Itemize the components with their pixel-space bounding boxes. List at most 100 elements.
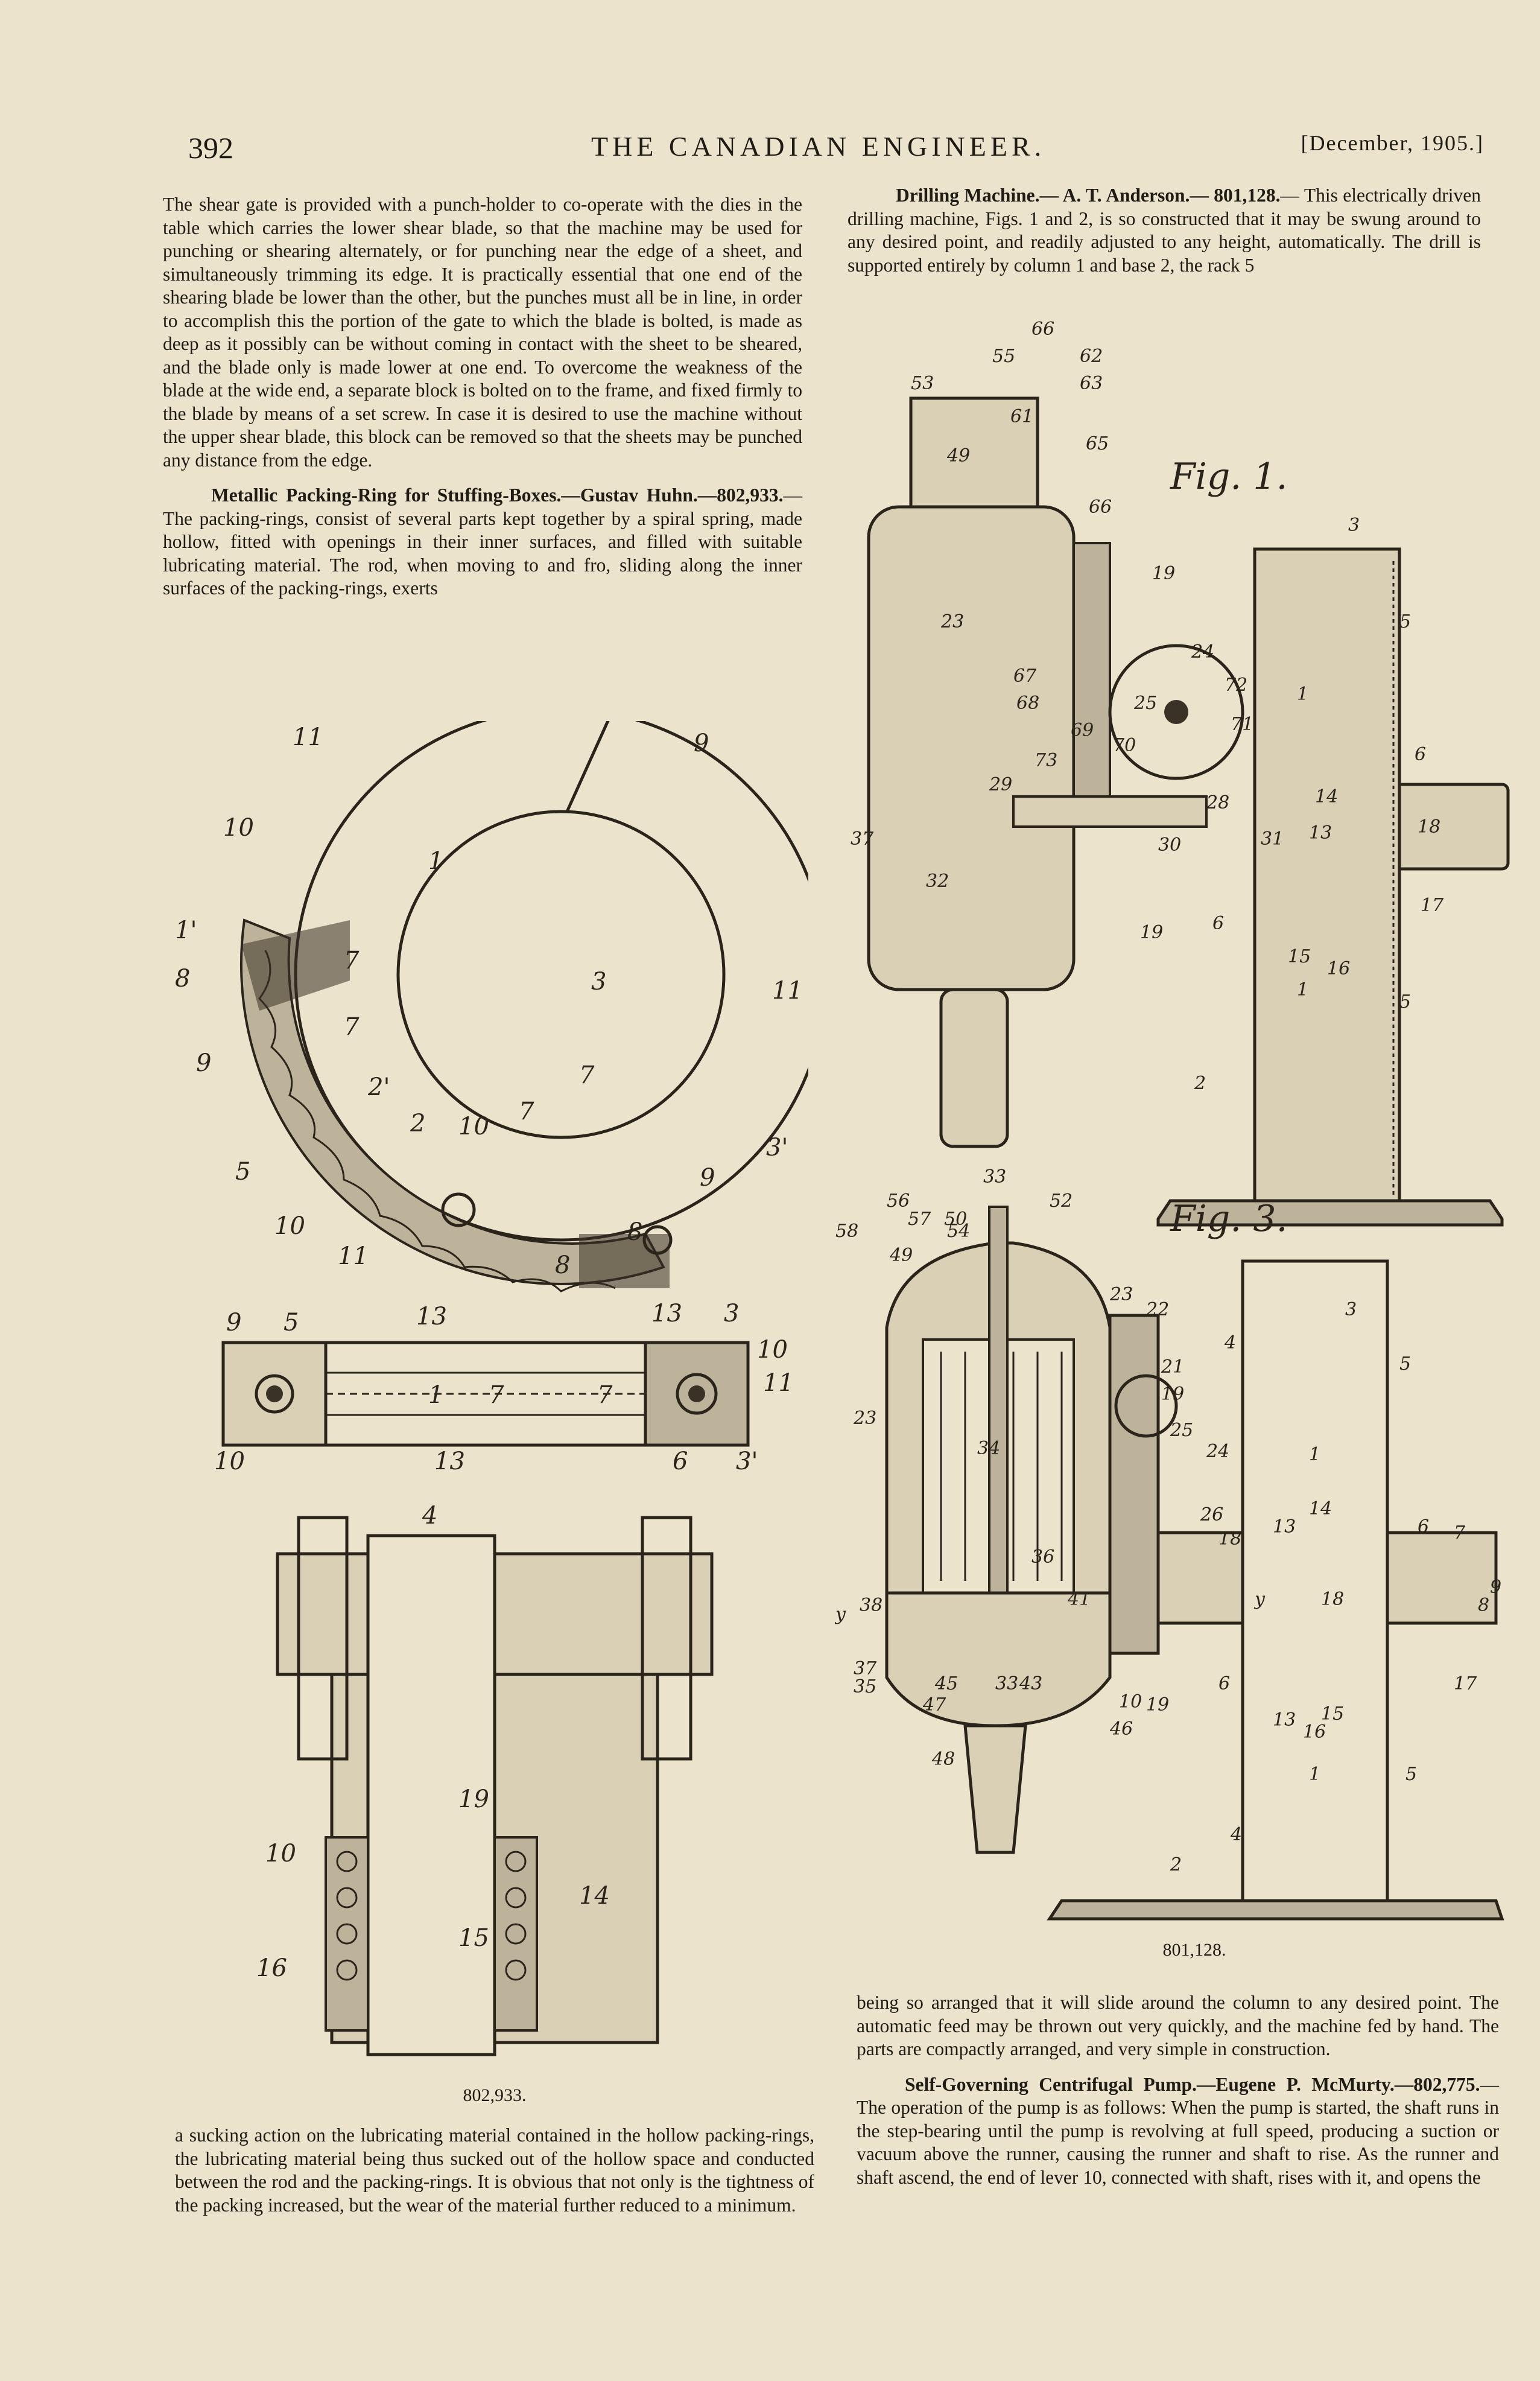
label: 71 [1231, 714, 1253, 735]
label: 26 [1200, 1504, 1223, 1525]
label: y [1253, 1589, 1266, 1610]
drilling-machine-continued: being so arranged that it will slide aro… [857, 1992, 1499, 2059]
label: 10 [214, 1448, 245, 1475]
label: 70 [1113, 735, 1136, 756]
label: 10 [265, 1840, 296, 1868]
label: 38 [860, 1595, 882, 1616]
label: 13 [1309, 822, 1332, 844]
drilling-machine-heading: Drilling Machine.— A. T. Anderson.— 801,… [896, 185, 1281, 206]
base [1156, 1199, 1504, 1227]
label: 5 [1399, 1353, 1411, 1375]
label: 11 [763, 1369, 794, 1397]
label: 52 [1050, 1190, 1073, 1212]
label: 13 [416, 1303, 447, 1330]
label: 15 [458, 1924, 489, 1952]
label: 37 [854, 1658, 877, 1679]
label: 13 [1273, 1516, 1296, 1537]
packing-ring-drawing: 11 9 10 1 1' 8 7 3 11 9 7 2' 2 10 7 7 5 … [175, 721, 808, 2056]
label: 49 [946, 445, 970, 466]
right-column-bottom: being so arranged that it will slide aro… [857, 1991, 1499, 2189]
label: 16 [256, 1954, 287, 1982]
label: 21 [1161, 1356, 1184, 1378]
label: 8 [627, 1218, 642, 1246]
packing-ring-figure: 11 9 10 1 1' 8 7 3 11 9 7 2' 2 10 7 7 5 … [169, 721, 808, 2085]
label: 6 [1415, 744, 1426, 765]
label: 9 [1490, 1577, 1501, 1598]
left-column-top: The shear gate is provided with a punch-… [163, 193, 802, 600]
label: 3' [736, 1448, 758, 1475]
drilling-machine-paragraph: Drilling Machine.— A. T. Anderson.— 801,… [848, 184, 1481, 277]
label: 65 [1086, 433, 1109, 454]
shear-gate-paragraph: The shear gate is provided with a punch-… [163, 194, 802, 471]
label: 5 [1399, 991, 1411, 1012]
label: 7 [489, 1381, 504, 1409]
label: 8 [555, 1251, 570, 1279]
label: 19 [458, 1785, 489, 1813]
label: 28 [1206, 792, 1229, 813]
label: 29 [989, 774, 1012, 795]
drilling-machine-drawing: Fig. 1. 66 55 62 53 63 61 65 49 66 3 23 … [834, 319, 1510, 1921]
label: 13 [1273, 1709, 1296, 1731]
label: 14 [1315, 786, 1338, 807]
piston-rod [366, 1534, 496, 2056]
ring-inner [396, 810, 726, 1139]
motor-housing [867, 505, 1076, 991]
label: 19 [1146, 1694, 1169, 1715]
rivet-2 [642, 1225, 673, 1255]
spring-joint-lower [579, 1234, 670, 1288]
label: 10 [458, 1113, 489, 1140]
stuffing-box-section: 4 19 10 14 15 16 [256, 1502, 714, 2056]
label: 5 [235, 1158, 250, 1186]
label: 4 [422, 1502, 437, 1530]
label: 25 [1133, 693, 1157, 714]
label: 56 [887, 1190, 910, 1212]
label: 34 [977, 1438, 1000, 1459]
label: 24 [1191, 641, 1214, 663]
label: 8 [1478, 1595, 1489, 1616]
label: 36 [1031, 1547, 1054, 1568]
label: 7 [519, 1098, 534, 1125]
label: 14 [579, 1882, 610, 1910]
label: 24 [1206, 1441, 1229, 1462]
label: 11 [772, 977, 803, 1005]
drilling-machine-caption: 801,128. [1162, 1940, 1226, 1960]
label: 2 [410, 1110, 425, 1137]
label: 5 [1399, 611, 1411, 632]
fig3-drawing: Fig. 3. 33 56 52 57 50 54 58 49 23 22 3 … [834, 1166, 1504, 1921]
drilling-machine-figure: Fig. 1. 66 55 62 53 63 61 65 49 66 3 23 … [832, 314, 1514, 1943]
label: 73 [1035, 750, 1057, 771]
label: 23 [1109, 1284, 1133, 1305]
label: 6 [1212, 913, 1224, 934]
packing-ring-text: —The packing-rings, consist of several p… [163, 485, 802, 599]
column [1253, 547, 1401, 1203]
label: 32 [926, 871, 949, 892]
label: 5 [284, 1309, 299, 1337]
fig1-drawing: Fig. 1. 66 55 62 53 63 61 65 49 66 3 23 … [851, 319, 1510, 1227]
label: 19 [1140, 922, 1163, 943]
label: 1 [1297, 684, 1308, 705]
label: 23 [853, 1408, 876, 1429]
label: 6 [1218, 1673, 1230, 1694]
label: 66 [1031, 319, 1054, 340]
label: 8 [175, 965, 190, 993]
label: 69 [1071, 720, 1094, 741]
drill-spindle [939, 988, 1009, 1148]
label: 19 [1161, 1384, 1184, 1405]
label: 3 [724, 1300, 739, 1327]
label: 31 [1261, 828, 1284, 850]
label: 25 [1170, 1420, 1193, 1441]
label: 54 [947, 1221, 970, 1242]
label: 15 [1321, 1703, 1344, 1725]
label: 33 [995, 1673, 1018, 1694]
label: 7 [344, 1013, 360, 1041]
label: 18 [1218, 1528, 1241, 1550]
fig3-title: Fig. 3. [1170, 1198, 1288, 1240]
label: 22 [1145, 1299, 1169, 1320]
label: 30 [1158, 834, 1181, 856]
label: 1 [428, 847, 443, 875]
label: 37 [851, 828, 874, 850]
column-section [1241, 1259, 1389, 1903]
label: 4 [1230, 1824, 1242, 1845]
label: 14 [1309, 1498, 1332, 1519]
